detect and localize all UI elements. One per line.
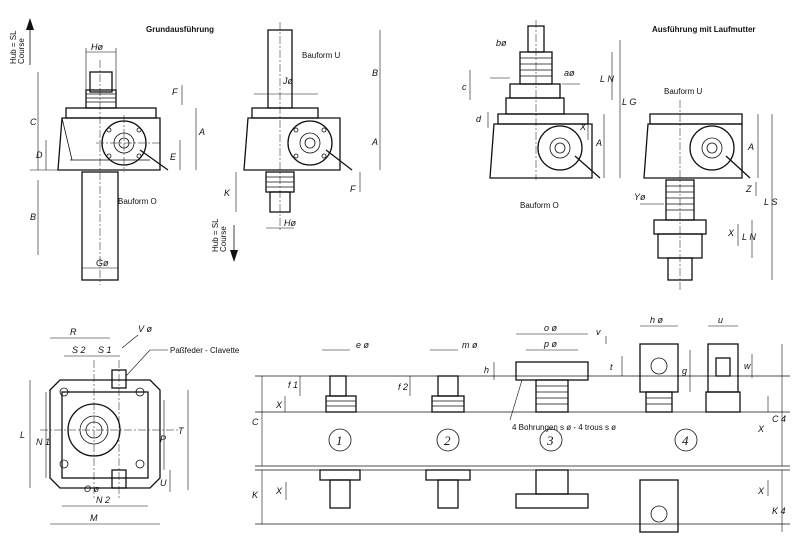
- dim-f1: f 1: [288, 380, 298, 390]
- form-u-label-basic: Bauform U: [302, 51, 340, 60]
- dim-w-ends: w: [744, 361, 751, 371]
- dim-v-ends: v: [596, 327, 601, 337]
- dim-u-ends: u: [718, 315, 723, 325]
- dim-n1: N 1: [36, 437, 50, 447]
- dim-p: P: [160, 434, 166, 444]
- dim-k-ends: K: [252, 490, 259, 500]
- dim-m: M: [90, 513, 98, 523]
- end-type-3: 3: [546, 433, 554, 448]
- dim-h-small: h: [484, 365, 489, 375]
- dim-b-diameter: bø: [496, 38, 507, 48]
- dim-t-ends: t: [610, 362, 613, 372]
- end-type-2: 2: [444, 433, 451, 448]
- stroke-down-indicator: Hub = SL Course: [211, 218, 238, 262]
- dim-x-ends-right: X: [757, 424, 765, 434]
- view-spindle-ends: C K X X 1 e ø f 1 2 m ø f 2 3 o ø p ø h …: [252, 315, 790, 533]
- dim-ln: L N: [600, 74, 614, 84]
- view-basic-form-o: Hø C D B A E F Gø Bauform O: [30, 42, 205, 285]
- dim-a-nut: A: [595, 138, 602, 148]
- end-type-1: 1: [336, 433, 343, 448]
- dim-h-diameter-ends: h ø: [650, 315, 664, 325]
- stroke-label-2: Course: [17, 38, 26, 64]
- dim-l: L: [20, 430, 25, 440]
- stroke-label-down-1: Hub = SL: [211, 218, 220, 252]
- dim-k: K: [224, 188, 231, 198]
- dim-t: T: [178, 426, 185, 436]
- dim-c: C: [30, 117, 37, 127]
- callout-holes: 4 Bohrungen s ø - 4 trous s ø: [512, 423, 616, 432]
- dim-y-diameter: Yø: [634, 192, 646, 202]
- dim-a-nut-u: A: [747, 142, 754, 152]
- view-top-plan: R S 2 S 1 V ø L N 1 P T U O ø N 2 M Paßf…: [20, 324, 240, 525]
- view-travel-nut-form-u: L S A Z L N X Yø Bauform U: [634, 87, 777, 290]
- callout-key: Paßfeder - Clavette: [170, 346, 240, 355]
- dim-x-nut-o: X: [579, 122, 587, 132]
- dim-d: D: [36, 150, 43, 160]
- view-basic-form-u: Jø B A K F Hø Bauform U: [224, 22, 381, 232]
- dim-a-form-u: A: [371, 137, 378, 147]
- dim-c4: C 4: [772, 414, 786, 424]
- dim-x-ends: X: [275, 400, 283, 410]
- dim-s1: S 1: [98, 345, 112, 355]
- dim-b-form-u: B: [372, 68, 378, 78]
- dim-f-form-u: F: [350, 184, 356, 194]
- dim-p-small-diameter: p ø: [543, 339, 558, 349]
- dim-o-small-diameter: o ø: [544, 323, 558, 333]
- dim-d-nut: d: [476, 114, 482, 124]
- dim-ln-u: L N: [742, 232, 756, 242]
- dim-c-nut: c: [462, 82, 467, 92]
- end-type-4: 4: [682, 433, 689, 448]
- dim-h-form-u: Hø: [284, 218, 296, 228]
- dim-k4: K 4: [772, 506, 786, 516]
- form-u-label-nut: Bauform U: [664, 87, 702, 96]
- dim-f: F: [172, 87, 178, 97]
- dim-h-diameter: Hø: [91, 42, 103, 52]
- dim-n2: N 2: [96, 495, 110, 505]
- dim-z: Z: [745, 184, 752, 194]
- stroke-label-down-2: Course: [219, 226, 228, 252]
- dim-r: R: [70, 327, 77, 337]
- form-o-label-basic: Bauform O: [118, 197, 157, 206]
- dim-e-diameter: e ø: [356, 340, 370, 350]
- dim-g-ends: g: [682, 366, 687, 376]
- view-travel-nut-form-o: c d L N L G A X bø aø Bauform O: [462, 20, 636, 210]
- dim-f2: f 2: [398, 382, 408, 392]
- dim-c-ends: C: [252, 417, 259, 427]
- dim-a: A: [198, 127, 205, 137]
- dim-lg: L G: [622, 97, 636, 107]
- dim-b: B: [30, 212, 36, 222]
- dim-v-diameter: V ø: [138, 324, 153, 334]
- title-travel-nut-design: Ausführung mit Laufmutter: [652, 25, 756, 34]
- title-basic-design: Grundausführung: [146, 25, 214, 34]
- dim-u: U: [160, 478, 167, 488]
- dim-x-ends-lower: X: [275, 486, 283, 496]
- stroke-label-1: Hub = SL: [9, 30, 18, 64]
- dim-ls: L S: [764, 197, 777, 207]
- dim-e: E: [170, 152, 177, 162]
- form-o-label-nut: Bauform O: [520, 201, 559, 210]
- dim-a-diameter: aø: [564, 68, 575, 78]
- dim-m-diameter: m ø: [462, 340, 478, 350]
- dim-x-nut-u: X: [727, 228, 735, 238]
- dim-x-ends-right-lower: X: [757, 486, 765, 496]
- dim-s2: S 2: [72, 345, 86, 355]
- dim-o-diameter: O ø: [84, 484, 100, 494]
- stroke-up-indicator: Hub = SL Course: [9, 18, 34, 65]
- dim-j-diameter: Jø: [282, 76, 294, 86]
- dim-g-diameter: Gø: [96, 258, 109, 268]
